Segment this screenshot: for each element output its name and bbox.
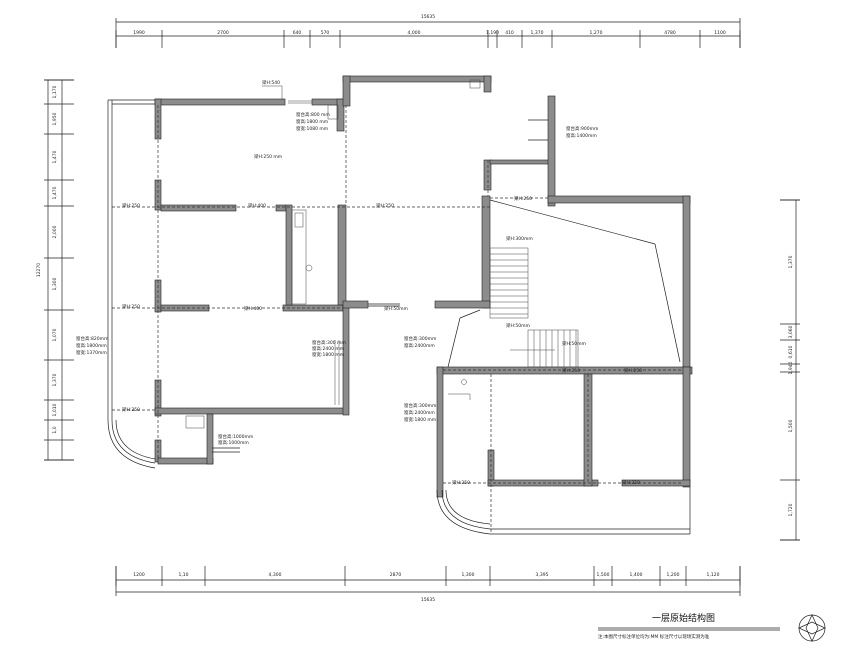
- label-left-note2: 窗高:1800mm: [76, 342, 107, 349]
- left-dim-label: 1,470: [52, 186, 58, 199]
- top-dim-label: 1,370: [531, 30, 544, 36]
- drawing-note: 注:本图尺寸标注单位均为:MM 标注尺寸以现场实测为准: [598, 633, 710, 640]
- top-dim-label: 1,190: [486, 30, 499, 36]
- center-block-walls: [342, 75, 556, 309]
- bottom-dim-label: 1200: [133, 572, 145, 578]
- label-stair1: 梁H:300mm: [506, 235, 533, 242]
- label-mid-low2: 窗高:2400 mm: [312, 345, 344, 352]
- beam-dashed-lines: [112, 105, 683, 534]
- bottom-dim-label: 1,400: [630, 572, 643, 578]
- label-left-note1: 窗台高:820mm: [76, 335, 108, 342]
- right-dim-label: 1,500: [788, 419, 794, 432]
- annotations: 梁H:540 梁H:250 mm 窗台高:800 mm 窗高:1800 mm 窗…: [76, 79, 642, 486]
- top-dim-label: 4,000: [408, 30, 421, 36]
- compass-icon: [798, 614, 826, 642]
- label-door-r1: 梁H:250: [376, 202, 394, 209]
- right-dim-label: 3,060: [788, 325, 794, 338]
- label-mid-left4: 窗高:2400mm: [404, 409, 435, 416]
- top-dimension-chain: 1990 2700 640 570 4,000 1,190 410 1,370 1,270 478…: [115, 14, 741, 48]
- label-balcony: 梁H:250: [514, 195, 532, 202]
- top-dim-label: 1990: [133, 30, 145, 36]
- label-bottom-beam: 梁H:250: [122, 406, 140, 413]
- label-right-beam4: 梁H:250: [622, 479, 640, 486]
- drawing-title: 一层原始结构图: [652, 612, 715, 624]
- label-note-a1: 窗台高:800 mm: [296, 111, 330, 118]
- bottom-dim-label: 2870: [390, 572, 402, 578]
- left-dim-label: 1,170: [52, 85, 58, 98]
- left-dimension-chain: 1,170 1,950 1,470 1,470 2,000 1,300 1,070 1,370…: [36, 79, 74, 461]
- label-right-beam1: 梁H:250: [562, 367, 580, 374]
- label-right-beam3: 梁H:250: [452, 479, 470, 486]
- bottom-dim-label: 1,200: [667, 572, 680, 578]
- left-dim-label: 1,370: [52, 373, 58, 386]
- bottom-dim-label: 1,120: [707, 572, 720, 578]
- label-mid-left3: 窗台高:300mm: [404, 402, 436, 409]
- top-dim-label: 2700: [217, 30, 229, 36]
- label-beam-top: 梁H:540: [262, 79, 280, 86]
- left-dim-label: 1,0: [52, 426, 58, 433]
- top-total-dim: 15635: [421, 14, 435, 20]
- top-dim-label: 410: [505, 30, 514, 36]
- label-right-beam2: 梁H:250: [624, 367, 642, 374]
- label-mid-3: 梁H:50mm: [384, 305, 408, 312]
- label-stair2: 梁H:50mm: [506, 322, 530, 329]
- right-dim-label: 1,940: [788, 361, 794, 374]
- left-dim-label: 1,300: [52, 277, 58, 290]
- left-dim-label: 1,070: [52, 328, 58, 341]
- left-dim-label: 2,000: [52, 225, 58, 238]
- bottom-dim-label: 1,10: [178, 572, 188, 578]
- label-bay-note1: 窗台高:1000mm: [218, 433, 253, 440]
- label-room-a: 梁H:250 mm: [254, 153, 282, 160]
- label-stair3: 梁H:50mm: [562, 340, 586, 347]
- label-left-note3: 窗宽:1370mm: [76, 349, 107, 356]
- bottom-dim-label: 3,395: [536, 572, 549, 578]
- left-dim-label: 1,950: [52, 112, 58, 125]
- label-mid-left2: 窗高:2400mm: [404, 342, 435, 349]
- label-ext-note: 窗台高:900mm: [566, 125, 598, 132]
- top-dim-label: 570: [321, 30, 330, 36]
- label-mid-left5: 窗宽:1800 mm: [404, 416, 436, 423]
- bottom-dimension-chain: 1200 1,10 4,300 2870 1,300 3,395 1,500 1,400 1,2…: [115, 566, 741, 603]
- top-dim-label: 4780: [664, 30, 676, 36]
- bottom-dim-label: 4,300: [269, 572, 282, 578]
- label-mid-low3: 窗宽:1800 mm: [312, 351, 344, 358]
- right-dim-label: 1,370: [788, 255, 794, 268]
- label-ext-note2: 窗高:1400mm: [566, 132, 597, 139]
- right-dimension-chain: 1,370 3,060 0,610 1,940 1,500 1,720: [780, 199, 800, 541]
- top-dim-label: 1,270: [590, 30, 603, 36]
- left-dim-label: 1,470: [52, 150, 58, 163]
- bottom-dim-label: 1,500: [597, 572, 610, 578]
- label-mid-2: 梁H:400: [244, 305, 262, 312]
- label-mid-left1: 窗台高:300mm: [404, 335, 436, 342]
- top-dim-label: 640: [293, 30, 302, 36]
- bottom-total-dim: 15635: [421, 597, 435, 603]
- label-door-l2: 梁H:400: [248, 202, 266, 209]
- left-dim-label: 1,010: [52, 403, 58, 416]
- label-door-l1: 梁H:250: [122, 202, 140, 209]
- left-total-dim: 12270: [36, 263, 42, 277]
- bottom-dim-label: 1,300: [462, 572, 475, 578]
- label-mid-low1: 窗台高:300 mm: [312, 339, 346, 346]
- top-dim-label: 1100: [714, 30, 726, 36]
- label-mid-1: 梁H:250: [122, 303, 140, 310]
- left-block-walls: [107, 98, 350, 469]
- label-note-a2: 窗高:1800 mm: [296, 118, 328, 125]
- title-block: 一层原始结构图 注:本图尺寸标注单位均为:MM 标注尺寸以现场实测为准: [598, 612, 826, 642]
- label-note-a3: 窗宽:1080 mm: [296, 125, 328, 132]
- label-bay-note2: 窗高:1000mm: [218, 439, 249, 446]
- right-dim-label: 0,610: [788, 345, 794, 358]
- right-dim-label: 1,720: [788, 503, 794, 516]
- fixtures: [185, 79, 481, 429]
